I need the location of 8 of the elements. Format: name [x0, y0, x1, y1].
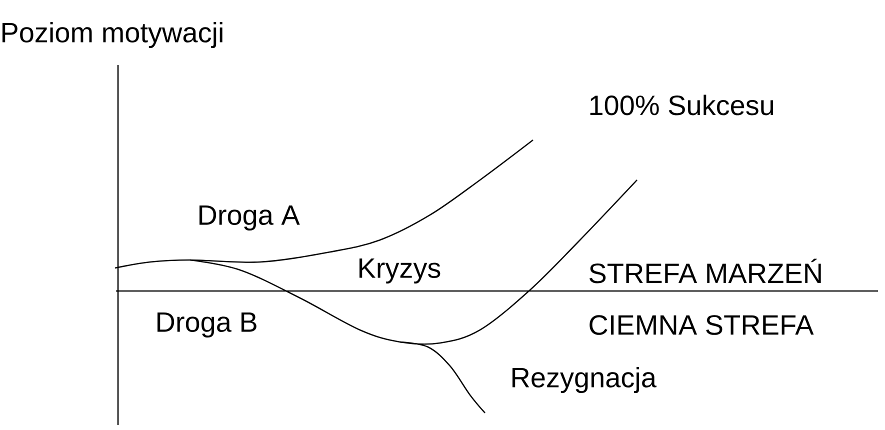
axis-title: Poziom motywacji [2, 22, 222, 48]
zone-label: CIEMNA STREFA [590, 315, 814, 335]
zone-label: STREFA MARZEŃ [589, 258, 821, 284]
curve-label: Droga B [158, 312, 256, 338]
curve-label: Droga A [200, 205, 300, 231]
curve-label: 100% Sukcesu [590, 94, 774, 116]
curve-label: Rezygnacja [512, 366, 656, 394]
curve-label: Kryzys [360, 258, 440, 284]
